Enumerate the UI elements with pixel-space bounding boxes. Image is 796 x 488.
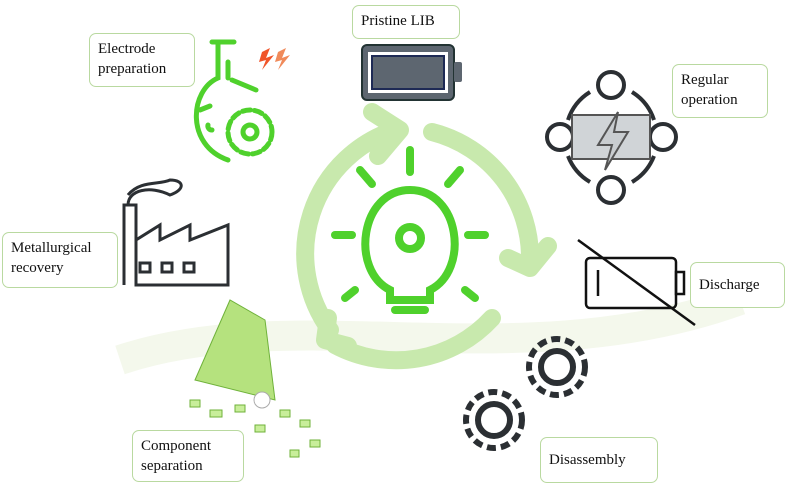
label-electrode-preparation: Electrode preparation <box>89 33 195 87</box>
battery-charging-cycle-icon <box>545 70 678 205</box>
battery-empty-icon <box>577 238 696 327</box>
component-pile-icon <box>189 299 321 458</box>
label-metallurgical-recovery: Metallurgical recovery <box>2 232 118 288</box>
flask-gear-icon <box>193 39 275 163</box>
lightbulb-gear-icon <box>331 146 489 314</box>
label-regular-operation: Regular operation <box>672 64 768 118</box>
label-pristine-lib: Pristine LIB <box>352 5 460 39</box>
spark-icon <box>259 48 290 70</box>
gears-icon <box>463 336 588 451</box>
cycle-arrow-top <box>296 121 404 339</box>
label-disassembly: Disassembly <box>540 437 658 483</box>
factory-icon <box>122 178 230 287</box>
battery-full-icon <box>361 44 462 101</box>
label-discharge: Discharge <box>690 262 785 308</box>
cycle-arrow-bottom <box>326 309 501 370</box>
label-component-separation: Component separation <box>132 430 244 482</box>
cycle-arrow-right <box>423 123 540 271</box>
cycle-arrows <box>296 103 557 370</box>
